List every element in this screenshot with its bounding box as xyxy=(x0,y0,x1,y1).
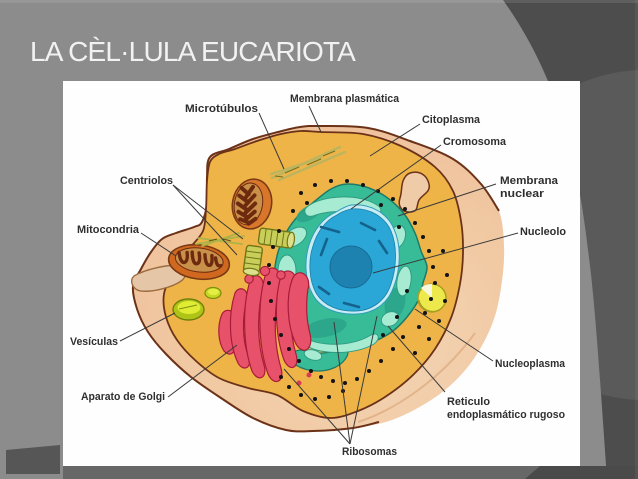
svg-text:nuclear: nuclear xyxy=(500,188,545,200)
svg-text:Vesículas: Vesículas xyxy=(70,336,118,348)
svg-text:Microtúbulos: Microtúbulos xyxy=(185,103,258,115)
svg-text:Citoplasma: Citoplasma xyxy=(422,114,481,126)
svg-text:Centriolos: Centriolos xyxy=(120,175,173,187)
svg-text:Membrana plasmática: Membrana plasmática xyxy=(290,93,400,105)
svg-text:Nucleoplasma: Nucleoplasma xyxy=(495,358,566,370)
svg-text:Aparato de Golgi: Aparato de Golgi xyxy=(81,391,165,403)
svg-text:endoplasmático rugoso: endoplasmático rugoso xyxy=(447,409,565,421)
svg-text:Nucleolo: Nucleolo xyxy=(520,226,566,238)
svg-text:Ribosomas: Ribosomas xyxy=(342,446,397,458)
svg-text:Cromosoma: Cromosoma xyxy=(443,136,507,148)
svg-text:Mitocondria: Mitocondria xyxy=(77,224,140,236)
svg-text:Membrana: Membrana xyxy=(500,175,559,187)
svg-text:Reticulo: Reticulo xyxy=(447,396,490,408)
